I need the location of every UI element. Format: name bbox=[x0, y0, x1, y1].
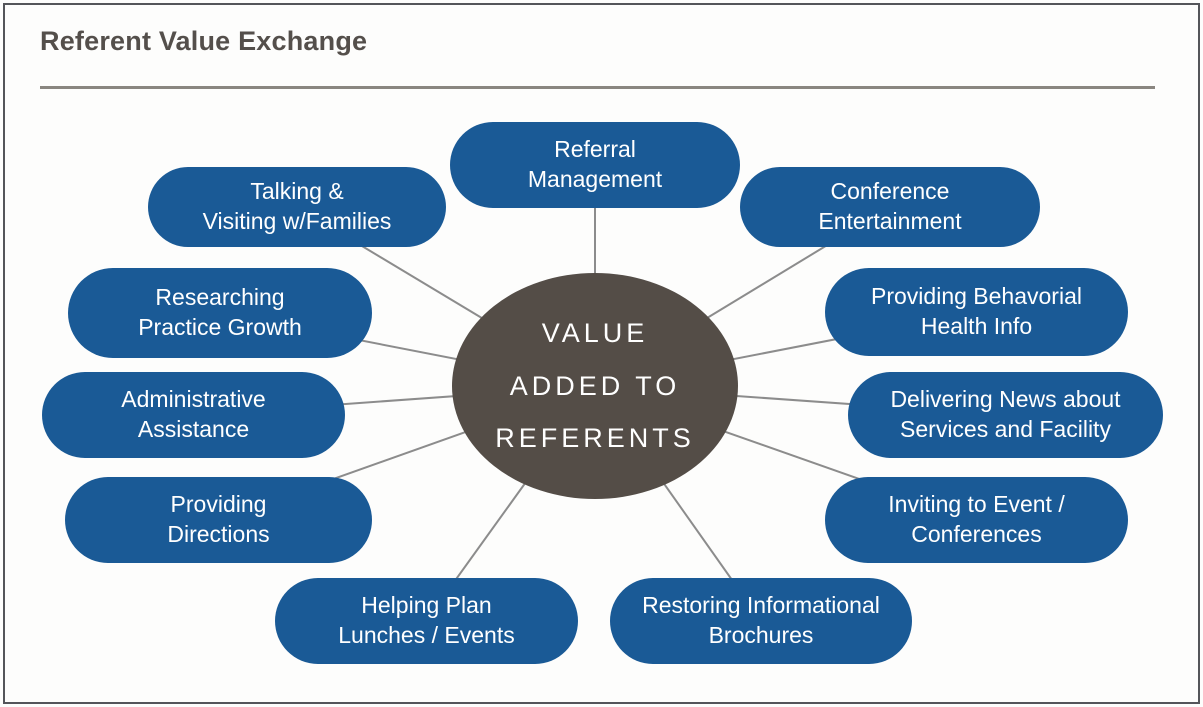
node-label-line: Entertainment bbox=[818, 208, 962, 234]
node-administrative-assistance: Administrative Assistance bbox=[42, 372, 345, 458]
center-label-line: VALUE bbox=[541, 318, 649, 349]
center-label-line: REFERENTS bbox=[495, 423, 695, 454]
node-providing-directions: Providing Directions bbox=[65, 477, 372, 563]
node-label-line: Lunches / Events bbox=[338, 622, 515, 648]
node-label-line: Providing bbox=[170, 491, 267, 518]
node-label-line: Restoring Informational bbox=[642, 592, 880, 619]
center-node-value-added-to-referents: VALUE ADDED TO REFERENTS bbox=[452, 273, 738, 499]
node-label-line: Inviting to Event / bbox=[888, 491, 1065, 518]
node-label-line: Practice Growth bbox=[138, 314, 302, 340]
node-researching-practice-growth: Researching Practice Growth bbox=[68, 268, 372, 358]
node-label-line: Management bbox=[527, 166, 663, 192]
node-label-line: Referral bbox=[554, 136, 636, 163]
node-referral-management: Referral Management bbox=[450, 122, 740, 208]
node-conference-entertainment: Conference Entertainment bbox=[740, 167, 1040, 247]
node-label-line: Conference bbox=[830, 178, 950, 205]
node-label-line: Helping Plan bbox=[361, 592, 492, 619]
node-inviting-to-event-conferences: Inviting to Event / Conferences bbox=[825, 477, 1128, 563]
node-delivering-news-services-facility: Delivering News about Services and Facil… bbox=[848, 372, 1163, 458]
node-label-line: Brochures bbox=[708, 622, 814, 648]
title-divider bbox=[40, 86, 1155, 89]
page-title: Referent Value Exchange bbox=[40, 26, 368, 56]
node-label-line: Assistance bbox=[137, 416, 250, 442]
node-label-line: Health Info bbox=[920, 313, 1033, 339]
node-label-line: Conferences bbox=[911, 521, 1042, 547]
node-label-line: Services and Facility bbox=[900, 416, 1111, 442]
node-label-line: Researching bbox=[155, 284, 285, 311]
node-talking-visiting-families: Talking & Visiting w/Families bbox=[148, 167, 446, 247]
node-label-line: Delivering News about bbox=[890, 386, 1121, 413]
node-providing-behavorial-health-info: Providing Behavorial Health Info bbox=[825, 268, 1128, 356]
node-label-line: Directions bbox=[167, 521, 270, 547]
node-restoring-informational-brochures: Restoring Informational Brochures bbox=[610, 578, 912, 664]
node-label-line: Providing Behavorial bbox=[871, 283, 1082, 310]
node-label-line: Talking & bbox=[250, 178, 344, 205]
center-label-line: ADDED TO bbox=[509, 370, 681, 401]
node-label-line: Visiting w/Families bbox=[202, 208, 392, 234]
node-helping-plan-lunches-events: Helping Plan Lunches / Events bbox=[275, 578, 578, 664]
node-label-line: Administrative bbox=[121, 386, 266, 413]
